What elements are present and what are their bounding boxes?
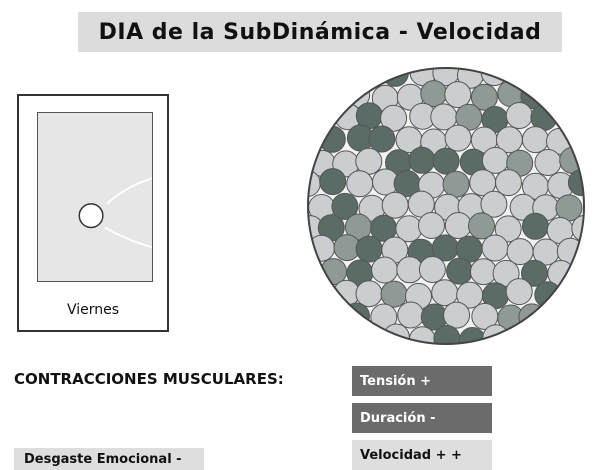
card-illustration: [78, 177, 152, 249]
muscle-fiber-cell: [381, 191, 409, 219]
muscle-fiber-cell: [494, 215, 522, 243]
muscle-fiber-cell: [319, 168, 347, 196]
muscle-fiber-cell: [418, 256, 446, 283]
muscle-fiber-cell: [380, 280, 408, 308]
muscle-fiber-cell: [408, 146, 436, 174]
muscle-fiber-cell: [495, 169, 522, 197]
title-banner: DIA de la SubDinámica - Velocidad: [78, 12, 562, 52]
muscle-fiber-cell: [444, 81, 472, 109]
muscle-fiber-cell: [470, 258, 497, 286]
muscle-fiber-cell: [331, 192, 359, 220]
muscle-fiber-cell: [418, 212, 445, 239]
muscle-fiber-cell: [355, 280, 383, 308]
muscle-fiber-cell: [442, 170, 470, 198]
muscle-fiber-cell: [431, 279, 459, 307]
muscle-fiber-cell: [521, 126, 549, 154]
contracciones-label: CONTRACCIONES MUSCULARES:: [14, 370, 284, 388]
card-label: Viernes: [66, 302, 120, 318]
card-picture: [37, 112, 153, 282]
page-title: DIA de la SubDinámica - Velocidad: [98, 19, 542, 45]
card-circle-marker: [78, 203, 104, 229]
muscle-fiber-cell: [318, 125, 346, 153]
tag-duracion: Duración -: [352, 403, 492, 433]
muscle-fiber-cross-section: [307, 67, 585, 345]
muscle-fiber-cell: [443, 301, 471, 329]
muscle-fiber-diagram: [296, 60, 596, 352]
muscle-fiber-cell: [480, 190, 508, 218]
muscle-fiber-cell: [470, 83, 498, 111]
muscle-fiber-cell: [444, 212, 472, 239]
muscle-fiber-cell: [368, 125, 396, 153]
muscle-fiber-cell: [397, 301, 425, 329]
tag-tension: Tensión +: [352, 366, 492, 396]
muscle-fiber-cell: [505, 102, 533, 129]
muscle-fiber-cell: [468, 212, 495, 240]
muscle-fiber-cell: [534, 281, 562, 309]
muscle-fiber-cell: [571, 214, 584, 242]
muscle-fiber-cell: [433, 325, 461, 344]
muscle-fiber-cell: [380, 104, 408, 132]
muscle-fiber-cell: [432, 147, 460, 175]
muscle-fiber-cell: [343, 302, 370, 330]
muscle-fiber-cell: [446, 257, 474, 285]
muscle-fiber-cell: [481, 146, 509, 174]
muscle-fiber-cell: [534, 149, 562, 176]
muscle-fiber-cell: [346, 170, 374, 198]
muscle-fiber-cell: [444, 124, 472, 152]
muscle-fiber-cell: [481, 234, 509, 262]
muscle-fiber-cell: [371, 256, 399, 284]
muscle-fiber-cell: [521, 212, 549, 240]
desgaste-emocional-label: Desgaste Emocional -: [14, 448, 204, 470]
tag-velocidad: Velocidad + +: [352, 440, 492, 470]
day-card: Viernes: [17, 94, 169, 332]
muscle-fiber-cell: [505, 278, 533, 306]
muscle-fiber-cell: [506, 238, 534, 266]
muscle-fiber-cell: [420, 80, 448, 108]
fiber-boundary-outline: [307, 67, 585, 345]
muscle-fiber-cell: [396, 256, 424, 284]
muscle-fiber-cell: [518, 303, 546, 331]
